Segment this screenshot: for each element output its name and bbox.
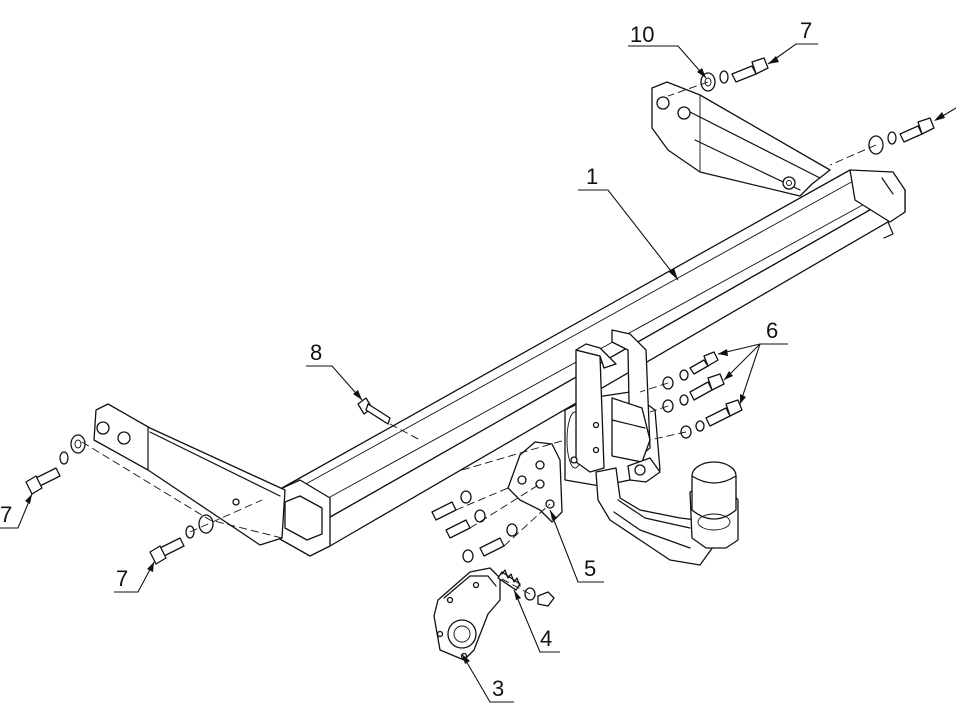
- callout-label-7-left: 7: [0, 502, 12, 527]
- left-fasteners: [25, 434, 214, 565]
- callout-labels: 1 10 7 6 8 7 7 5 4 3: [0, 18, 812, 701]
- socket-holder: [433, 567, 501, 661]
- socket-plate: [507, 441, 563, 523]
- callout-label-1: 1: [586, 164, 598, 189]
- assembly-guide-lines: [81, 81, 877, 595]
- callout-label-3: 3: [492, 676, 504, 701]
- callout-label-4: 4: [540, 626, 552, 651]
- callout-label-6: 6: [766, 318, 778, 343]
- pin-part-8: [357, 397, 391, 425]
- ball-mount-bracket: [564, 329, 739, 566]
- callout-label-5: 5: [584, 556, 596, 581]
- callout-label-8: 8: [310, 340, 322, 365]
- main-cross-beam: [277, 169, 906, 557]
- left-mounting-bracket: [93, 403, 286, 546]
- callout-label-7-top: 7: [800, 18, 812, 43]
- callout-leaders: [0, 43, 956, 703]
- bolt-group-6: [662, 351, 743, 439]
- top-right-fasteners: [700, 57, 935, 155]
- callout-label-7-lower: 7: [116, 566, 128, 591]
- right-mounting-bracket: [651, 81, 831, 197]
- spring-bolt-set: [497, 569, 555, 607]
- socket-plate-bolts: [431, 490, 518, 563]
- callout-label-10: 10: [630, 22, 654, 47]
